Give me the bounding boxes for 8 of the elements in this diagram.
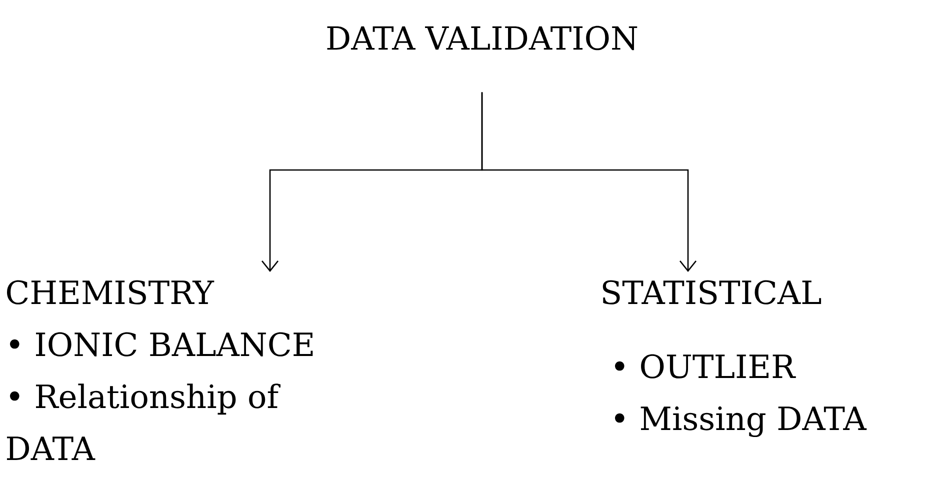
arrow (481, 92, 697, 272)
bullet-item: • OUTLIER (615, 354, 796, 378)
title: DATA VALIDATION (327, 26, 638, 50)
heading: CHEMISTRY (7, 280, 214, 304)
bullet-item: • Missing DATA (615, 406, 867, 438)
bullet-item: • IONIC BALANCE (10, 332, 313, 356)
bullet-item: • Relationship of DATA (6, 384, 280, 460)
heading: STATISTICAL (602, 280, 822, 304)
